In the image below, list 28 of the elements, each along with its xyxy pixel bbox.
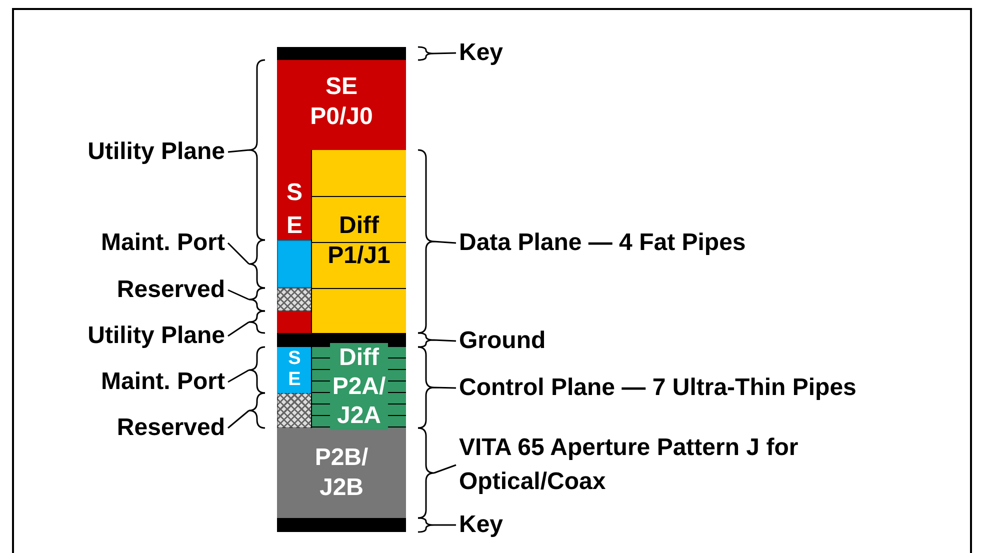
plane-label: Reserved bbox=[116, 276, 225, 304]
connector-block bbox=[277, 150, 312, 333]
connector-block bbox=[277, 60, 406, 150]
connector-block bbox=[311, 150, 406, 333]
block-label: SE bbox=[285, 178, 304, 241]
plane-label: Key bbox=[459, 39, 504, 67]
block-label: Diff P1/J1 bbox=[326, 211, 392, 271]
connector-block bbox=[277, 347, 312, 393]
block-label: Diff P2A/ J2A bbox=[330, 343, 388, 430]
plane-label: Utility Plane bbox=[88, 138, 225, 166]
block-label: P2B/ J2B bbox=[314, 443, 370, 503]
plane-label: Data Plane — 4 Fat Pipes bbox=[459, 229, 746, 257]
plane-label: Key bbox=[459, 511, 504, 539]
pin-area bbox=[277, 393, 312, 428]
plane-label: Utility Plane bbox=[88, 322, 225, 350]
pin-area bbox=[277, 240, 312, 288]
plane-label: VITA 65 Aperture Pattern J for Optical/Coax bbox=[459, 433, 800, 497]
plane-label: Ground bbox=[459, 327, 546, 355]
key-bar bbox=[277, 47, 406, 60]
connector-block bbox=[277, 428, 406, 518]
plane-label: Maint. Port bbox=[101, 229, 225, 257]
plane-label: Maint. Port bbox=[101, 368, 225, 396]
key-bar bbox=[277, 518, 406, 532]
plane-label: Reserved bbox=[116, 414, 225, 442]
block-label: SE bbox=[287, 348, 302, 390]
pin-area bbox=[277, 288, 312, 311]
block-label: SE P0/J0 bbox=[309, 72, 374, 132]
plane-label: Control Plane — 7 Ultra-Thin Pipes bbox=[459, 374, 856, 402]
